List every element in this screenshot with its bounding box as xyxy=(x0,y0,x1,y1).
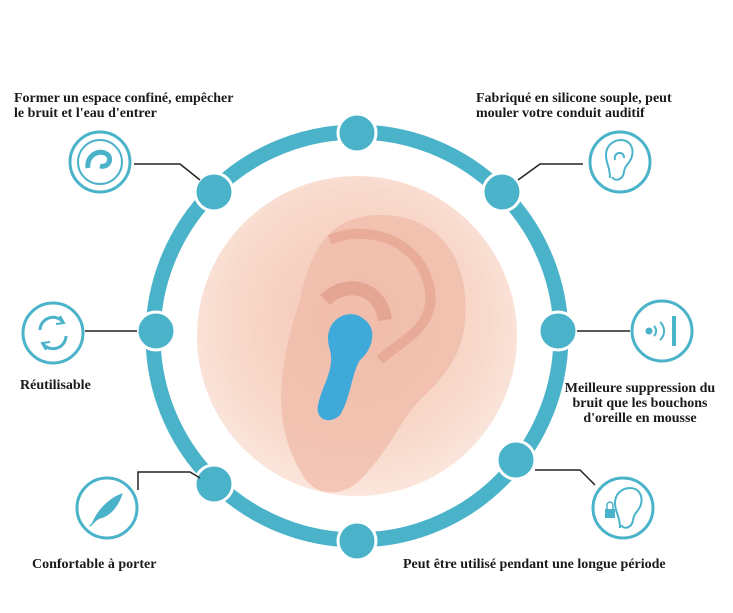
node-right xyxy=(537,310,579,352)
node-bottom xyxy=(336,520,378,562)
node-bottom-right xyxy=(495,439,537,481)
ear-lock-icon xyxy=(591,476,655,540)
sound-block-icon xyxy=(630,299,694,363)
node-left xyxy=(135,310,177,352)
recycle-arrows-icon xyxy=(21,301,85,365)
ring-nodes xyxy=(135,112,579,562)
feather-icon xyxy=(75,476,139,540)
node-top-right xyxy=(481,171,523,213)
earplug xyxy=(317,314,373,421)
feature-label-comfort: Confortable à porter xyxy=(32,557,157,572)
feature-label-long-use: Peut être utilisé pendant une longue pér… xyxy=(403,557,666,572)
wave-seal-icon xyxy=(68,130,132,194)
feature-label-seal: Former un espace confiné, empêcher le br… xyxy=(14,91,234,121)
node-top xyxy=(336,112,378,154)
feature-label-silicone: Fabriqué en silicone souple, peut mouler… xyxy=(476,91,672,121)
node-bottom-left xyxy=(193,463,235,505)
ear-icon xyxy=(588,130,652,194)
feature-label-noise: Meilleure suppression du bruit que les b… xyxy=(564,381,716,426)
node-top-left xyxy=(193,171,235,213)
connector-lines xyxy=(85,163,630,490)
feature-label-reusable: Réutilisable xyxy=(20,378,91,393)
